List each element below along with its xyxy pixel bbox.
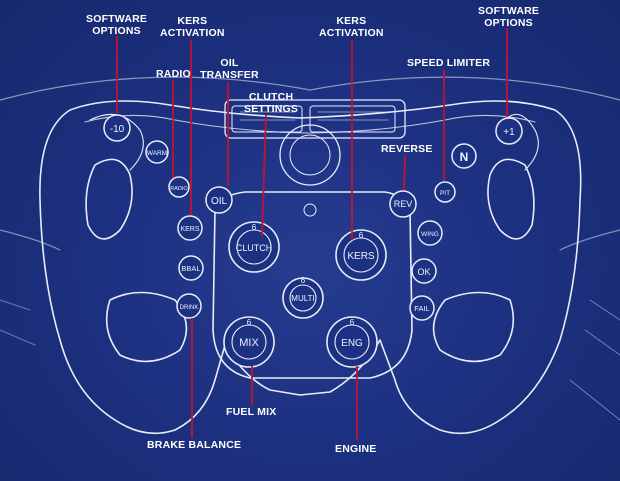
- brake-balance-label: BRAKE BALANCE: [147, 439, 242, 451]
- radio-label: RADIO: [156, 68, 191, 80]
- clutch-dial-text: CLUTCH: [236, 243, 273, 253]
- n-button: [451, 143, 477, 169]
- warm-text: WARM: [147, 150, 167, 157]
- bbal-text: BBAL: [181, 264, 200, 273]
- left-grip-hole: [85, 158, 133, 240]
- wing-button: [417, 220, 443, 246]
- fuel-mix-label: FUEL MIX: [226, 406, 277, 418]
- mix-dial-index: 6: [247, 318, 252, 327]
- kers-left-text: KERS: [180, 226, 199, 233]
- eng-dial-index: 6: [350, 318, 355, 327]
- minus10-button: [103, 114, 131, 142]
- kers-dial-text: KERS: [347, 251, 375, 262]
- reverse-label: REVERSE: [381, 143, 433, 155]
- clutch-dial-index: 6: [252, 223, 257, 232]
- eng-dial-text: ENG: [341, 338, 363, 349]
- bbal-button: [178, 255, 204, 281]
- wheel-outline: [39, 100, 582, 435]
- radio-button: [168, 176, 190, 198]
- warm-button: [145, 140, 169, 164]
- fail-text: FAIL: [414, 304, 429, 313]
- plus1-button: [495, 117, 523, 145]
- drink-button: [176, 293, 202, 319]
- oil-text: OIL: [211, 196, 228, 207]
- n-text: N: [460, 150, 469, 164]
- right-grip-hole: [487, 158, 535, 240]
- rev-button: [389, 190, 417, 218]
- display-panel: [224, 99, 406, 139]
- wing-text: WING: [421, 231, 439, 238]
- ok-text: OK: [417, 267, 430, 277]
- kers-dial-index: 6: [359, 231, 364, 240]
- mix-dial-text: MIX: [239, 337, 259, 349]
- multi-dial-text: MULTI: [291, 294, 314, 303]
- center-console: [212, 191, 413, 379]
- leader-lines: [116, 28, 508, 440]
- drink-text: DRINK: [180, 305, 199, 311]
- speed-limiter-label: SPEED LIMITER: [407, 57, 491, 69]
- oil-button: [205, 186, 233, 214]
- kers-button-left: [177, 215, 203, 241]
- rev-text: REV: [394, 199, 413, 209]
- engine-label: ENGINE: [335, 443, 377, 455]
- ok-button: [411, 258, 437, 284]
- plus1-text: +1: [503, 127, 515, 138]
- right-lower-hole: [432, 291, 515, 363]
- pit-button: [434, 181, 456, 203]
- cockpit-line-upper: [0, 76, 620, 101]
- minus10-text: -10: [110, 124, 125, 135]
- fail-button: [409, 295, 435, 321]
- multi-dial-index: 6: [301, 276, 306, 285]
- pit-text: PIT: [440, 190, 450, 197]
- left-lower-hole: [105, 291, 188, 363]
- radio-btn-text: RADIO: [170, 186, 188, 192]
